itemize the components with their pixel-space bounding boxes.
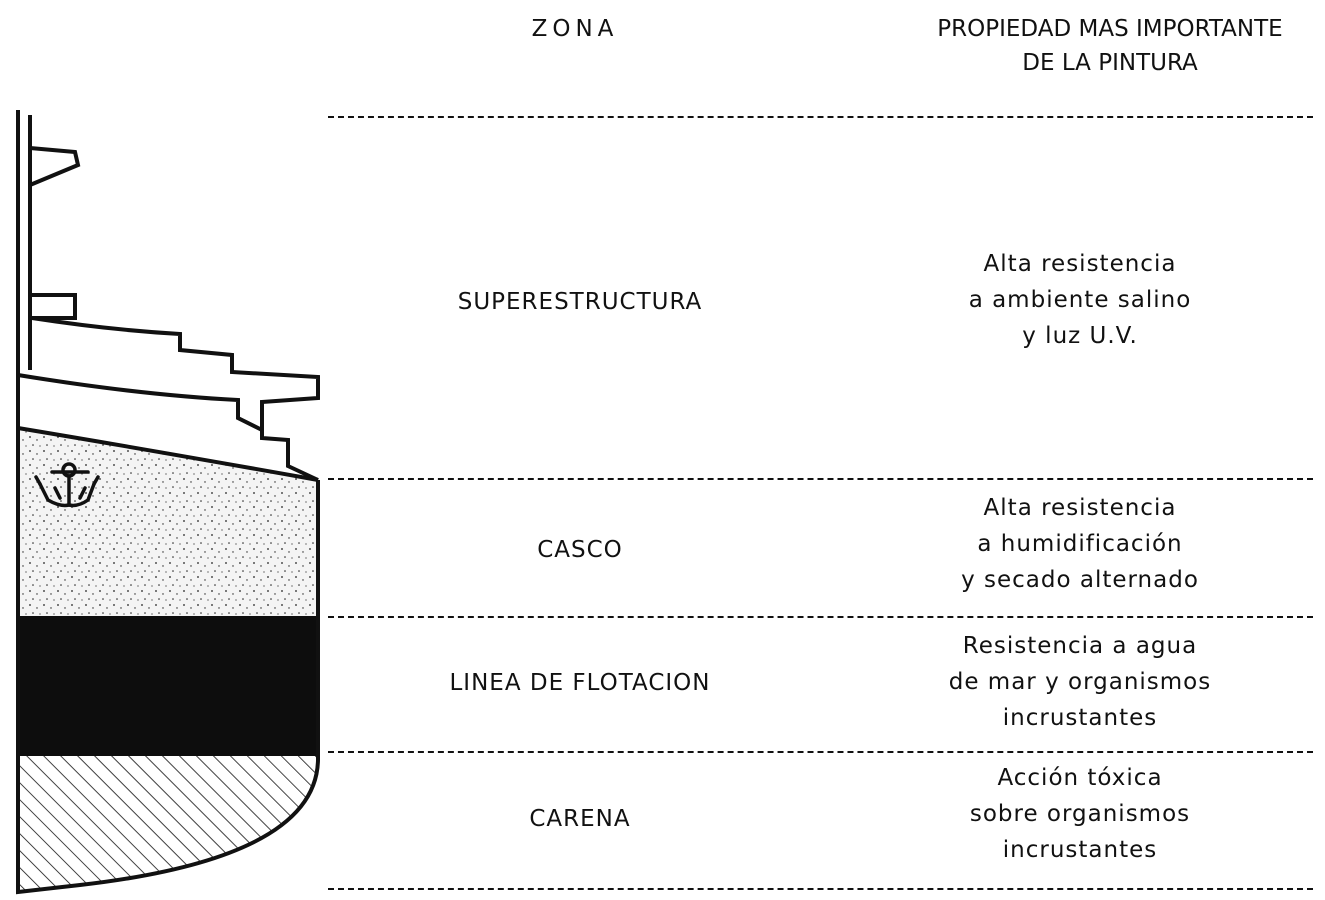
propiedad-header: PROPIEDAD MAS IMPORTANTE DE LA PINTURA	[895, 12, 1325, 80]
zone-carena-property: Acción tóxica sobre organismos incrustan…	[900, 760, 1260, 868]
ship-illustration	[16, 110, 320, 895]
zone-carena-name: CARENA	[529, 806, 631, 832]
property-line: y secado alternado	[961, 567, 1199, 593]
property-line: y luz U.V.	[1022, 323, 1138, 349]
zone-superestructura-property: Alta resistencia a ambiente salino y luz…	[900, 246, 1260, 354]
anchor-icon	[34, 462, 100, 508]
propiedad-header-line1: PROPIEDAD MAS IMPORTANTE	[937, 16, 1283, 42]
casco-region	[18, 428, 318, 616]
property-line: incrustantes	[1002, 705, 1158, 731]
divider-top	[328, 116, 1313, 118]
property-line: de mar y organismos	[948, 669, 1212, 695]
zone-casco-property: Alta resistencia a humidificación y seca…	[900, 490, 1260, 598]
superstructure-outline	[17, 115, 320, 482]
divider-casco-flotacion	[328, 616, 1313, 618]
property-line: sobre organismos	[969, 801, 1191, 827]
zone-flotacion-name: LINEA DE FLOTACION	[449, 670, 711, 696]
divider-bottom	[328, 888, 1313, 890]
divider-superestructura-casco	[328, 478, 1313, 480]
zone-superestructura-name: SUPERESTRUCTURA	[457, 289, 703, 315]
property-line: incrustantes	[1002, 837, 1158, 863]
property-line: Alta resistencia	[983, 495, 1177, 521]
property-line: Resistencia a agua	[962, 633, 1198, 659]
divider-flotacion-carena	[328, 751, 1313, 753]
flotacion-band	[18, 616, 318, 756]
zone-flotacion-property: Resistencia a agua de mar y organismos i…	[900, 628, 1260, 736]
propiedad-header-line2: DE LA PINTURA	[1022, 50, 1198, 76]
hull-outline	[16, 110, 320, 895]
property-line: Acción tóxica	[997, 765, 1163, 791]
zone-casco-name: CASCO	[537, 537, 623, 563]
zona-header: ZONA	[531, 16, 619, 42]
property-line: a humidificación	[977, 531, 1183, 557]
property-line: a ambiente salino	[968, 287, 1192, 313]
carena-region	[18, 756, 318, 892]
property-line: Alta resistencia	[983, 251, 1177, 277]
